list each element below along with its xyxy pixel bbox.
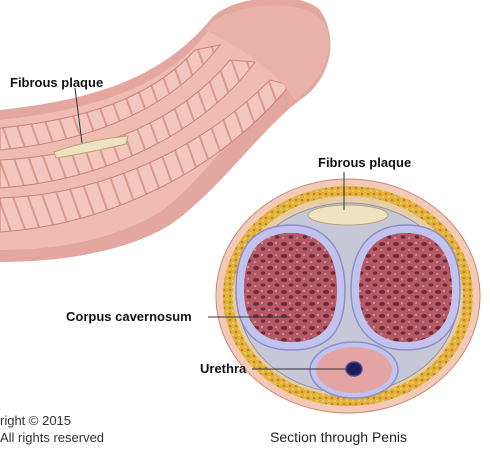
label-fibrous-plaque-top: Fibrous plaque (10, 75, 103, 90)
copyright-line-1: right © 2015 (0, 413, 71, 428)
figure-caption: Section through Penis (270, 429, 407, 445)
left-corpus-cavernosum (244, 233, 337, 342)
urethra-lumen (346, 362, 362, 376)
label-fibrous-plaque-section: Fibrous plaque (318, 155, 411, 170)
cross-section (208, 172, 480, 413)
copyright-line-2: All rights reserved (0, 430, 104, 445)
right-corpus-cavernosum (359, 233, 452, 342)
plaque-section (308, 205, 388, 225)
label-corpus-cavernosum: Corpus cavernosum (66, 309, 192, 324)
label-urethra: Urethra (200, 361, 246, 376)
